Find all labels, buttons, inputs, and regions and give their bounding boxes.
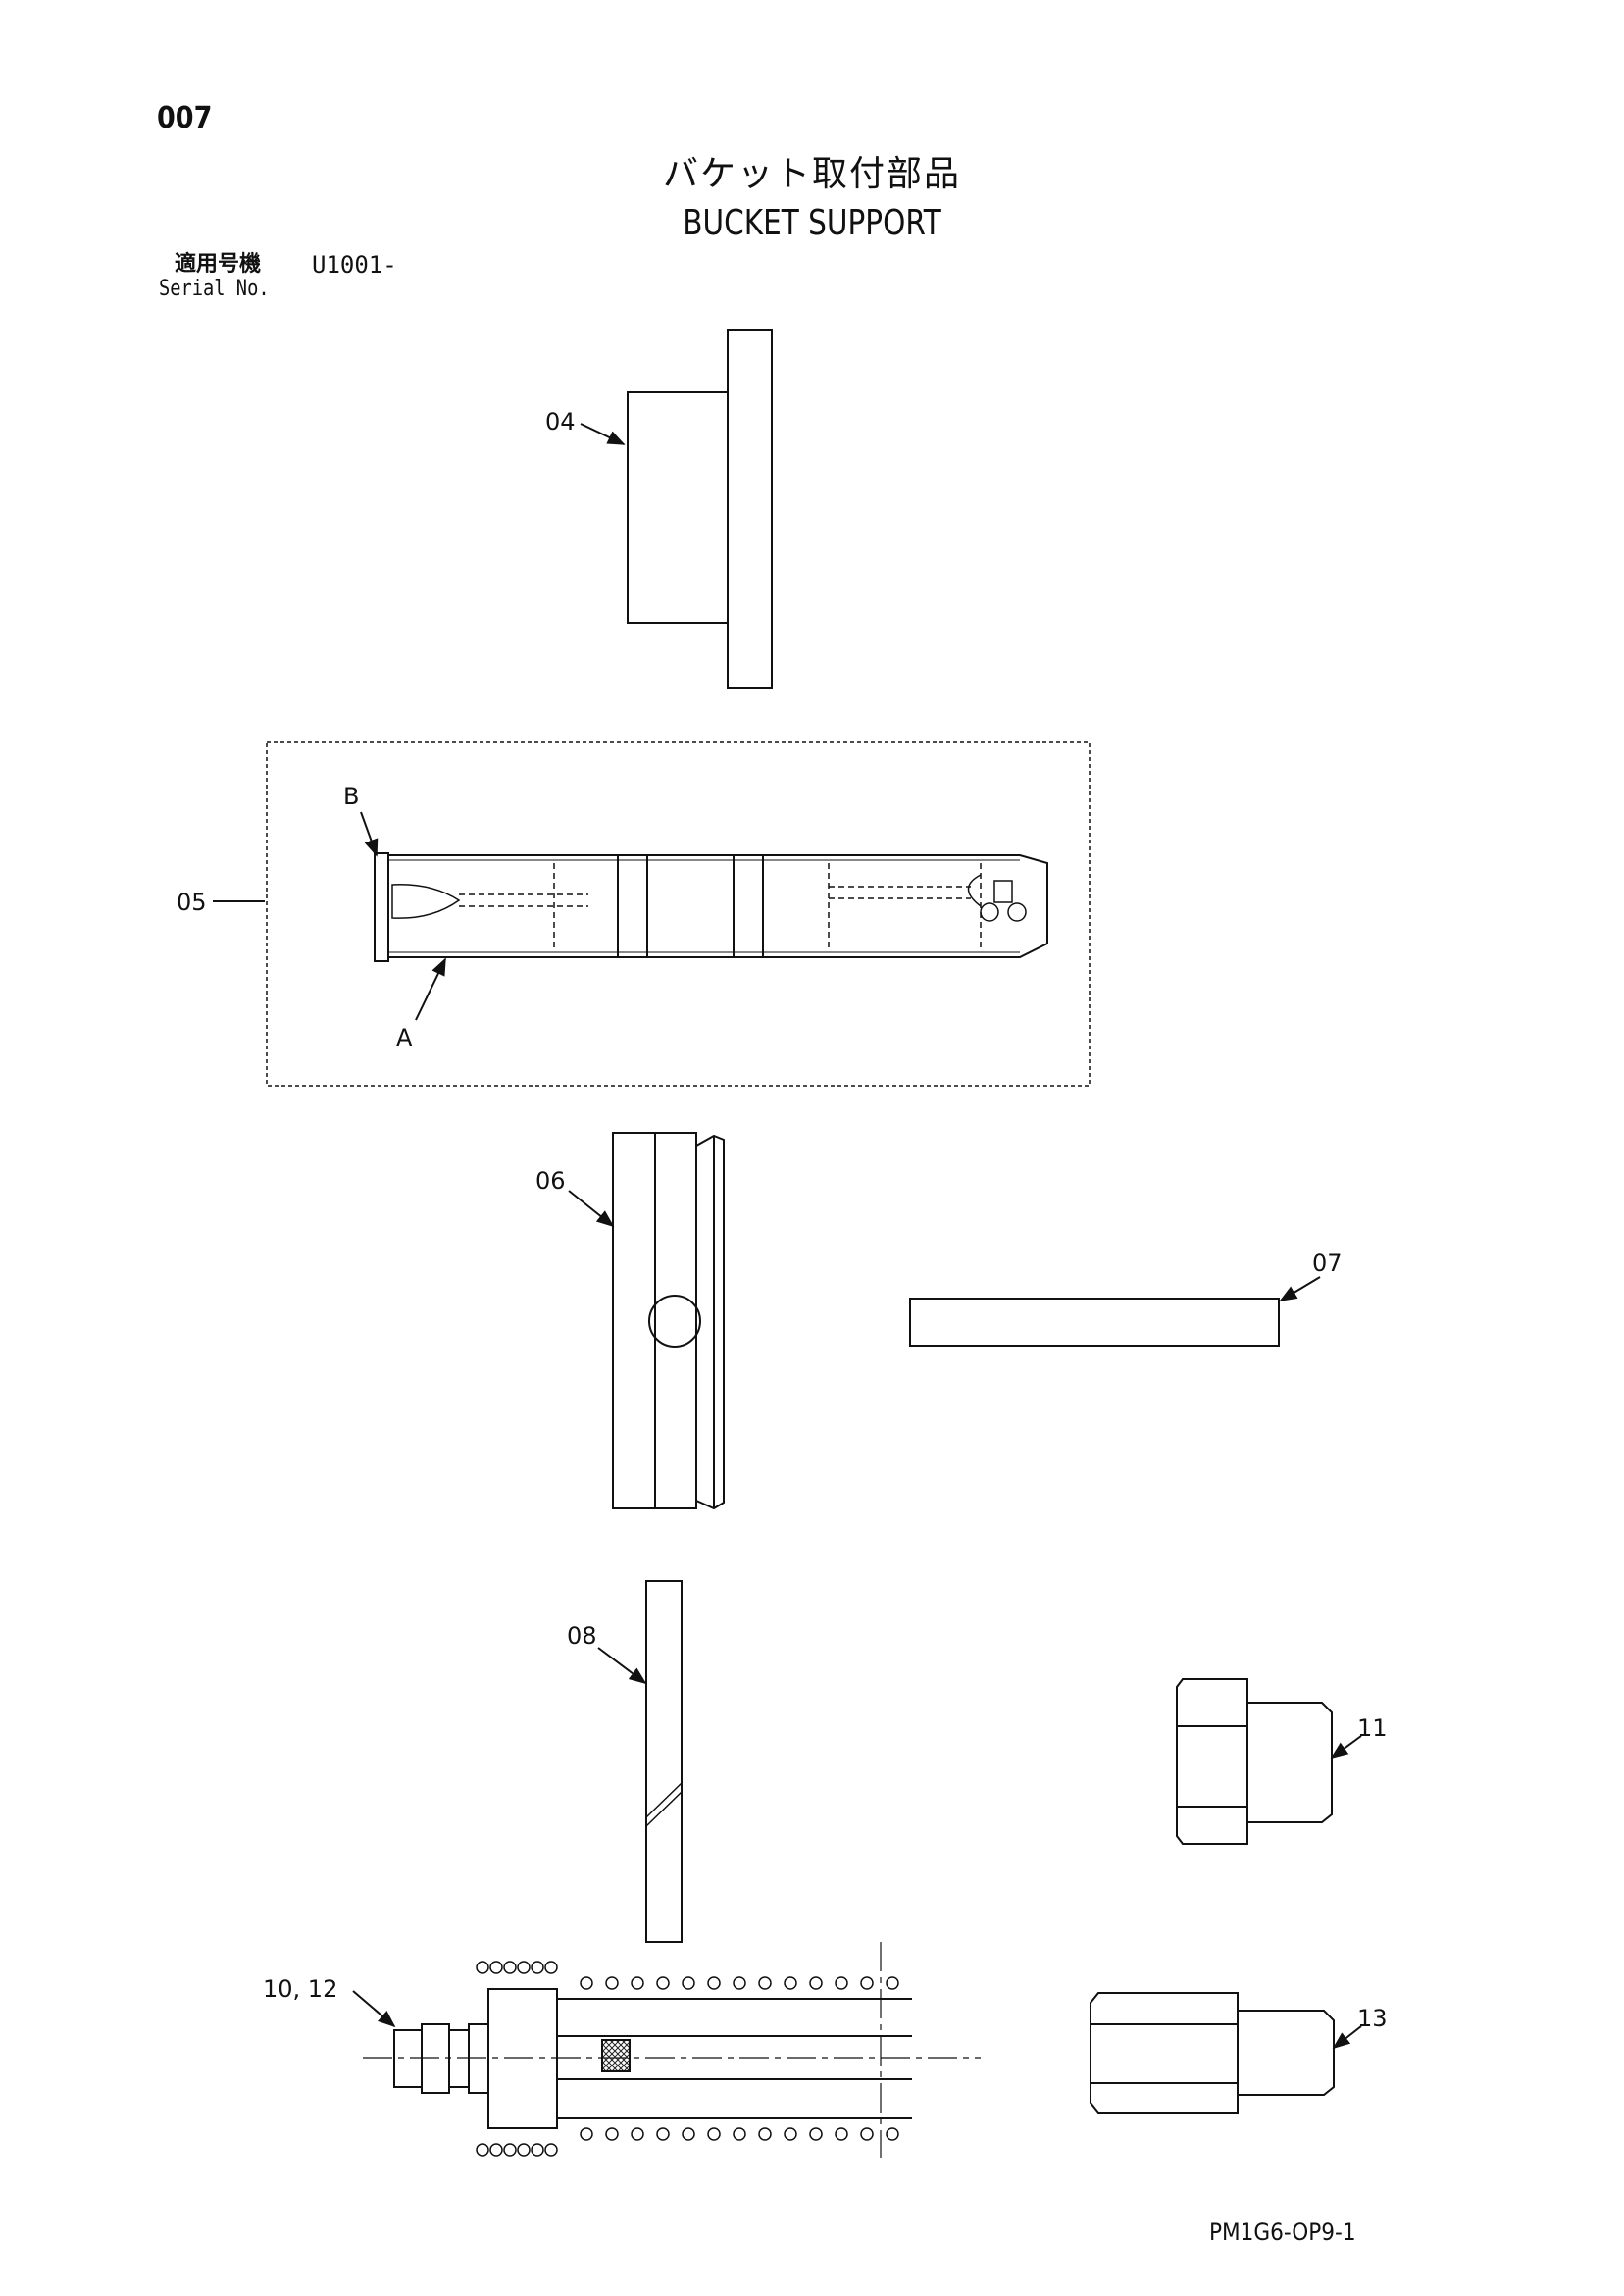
leader-11 <box>1330 1735 1362 1760</box>
leader-06 <box>568 1190 615 1228</box>
page-number: 007 <box>157 101 213 135</box>
callout-13: 13 <box>1357 2005 1388 2032</box>
part-05-dashed-frame <box>266 741 1091 1087</box>
part-05-pin <box>374 852 1048 962</box>
leader-b <box>360 811 379 857</box>
part-07-bar <box>909 1298 1280 1347</box>
callout-a: A <box>396 1024 413 1051</box>
callout-b: B <box>343 783 359 810</box>
part-08-strip <box>645 1580 683 1943</box>
callout-07: 07 <box>1312 1250 1343 1277</box>
leader-04 <box>580 423 626 445</box>
leader-10-12 <box>352 1990 396 2028</box>
callout-06: 06 <box>535 1167 566 1195</box>
callout-04: 04 <box>545 408 576 435</box>
serial-label-japanese: 適用号機 <box>175 252 262 277</box>
serial-label-english: Serial No. <box>159 277 270 301</box>
part-04-plate <box>627 329 773 689</box>
callout-05: 05 <box>177 889 207 916</box>
part-13-hex-fitting <box>1090 1992 1335 2114</box>
part-10-12-hose-assembly <box>363 1942 981 2158</box>
part-11-hex-fitting <box>1176 1678 1333 1845</box>
callout-10-12: 10, 12 <box>263 1975 337 2003</box>
page-title-japanese: バケット取付部品 <box>662 154 961 194</box>
leader-08 <box>597 1647 647 1685</box>
drawing-code: PM1G6-OP9-1 <box>1209 2219 1356 2246</box>
serial-number-value: U1001- <box>312 251 397 279</box>
leader-a <box>415 957 446 1021</box>
part-06-block <box>612 1132 725 1510</box>
leader-07 <box>1279 1276 1321 1301</box>
leader-13 <box>1332 2025 1362 2050</box>
callout-11: 11 <box>1357 1714 1388 1742</box>
page-title-english: BUCKET SUPPORT <box>683 203 941 243</box>
callout-08: 08 <box>567 1622 597 1650</box>
